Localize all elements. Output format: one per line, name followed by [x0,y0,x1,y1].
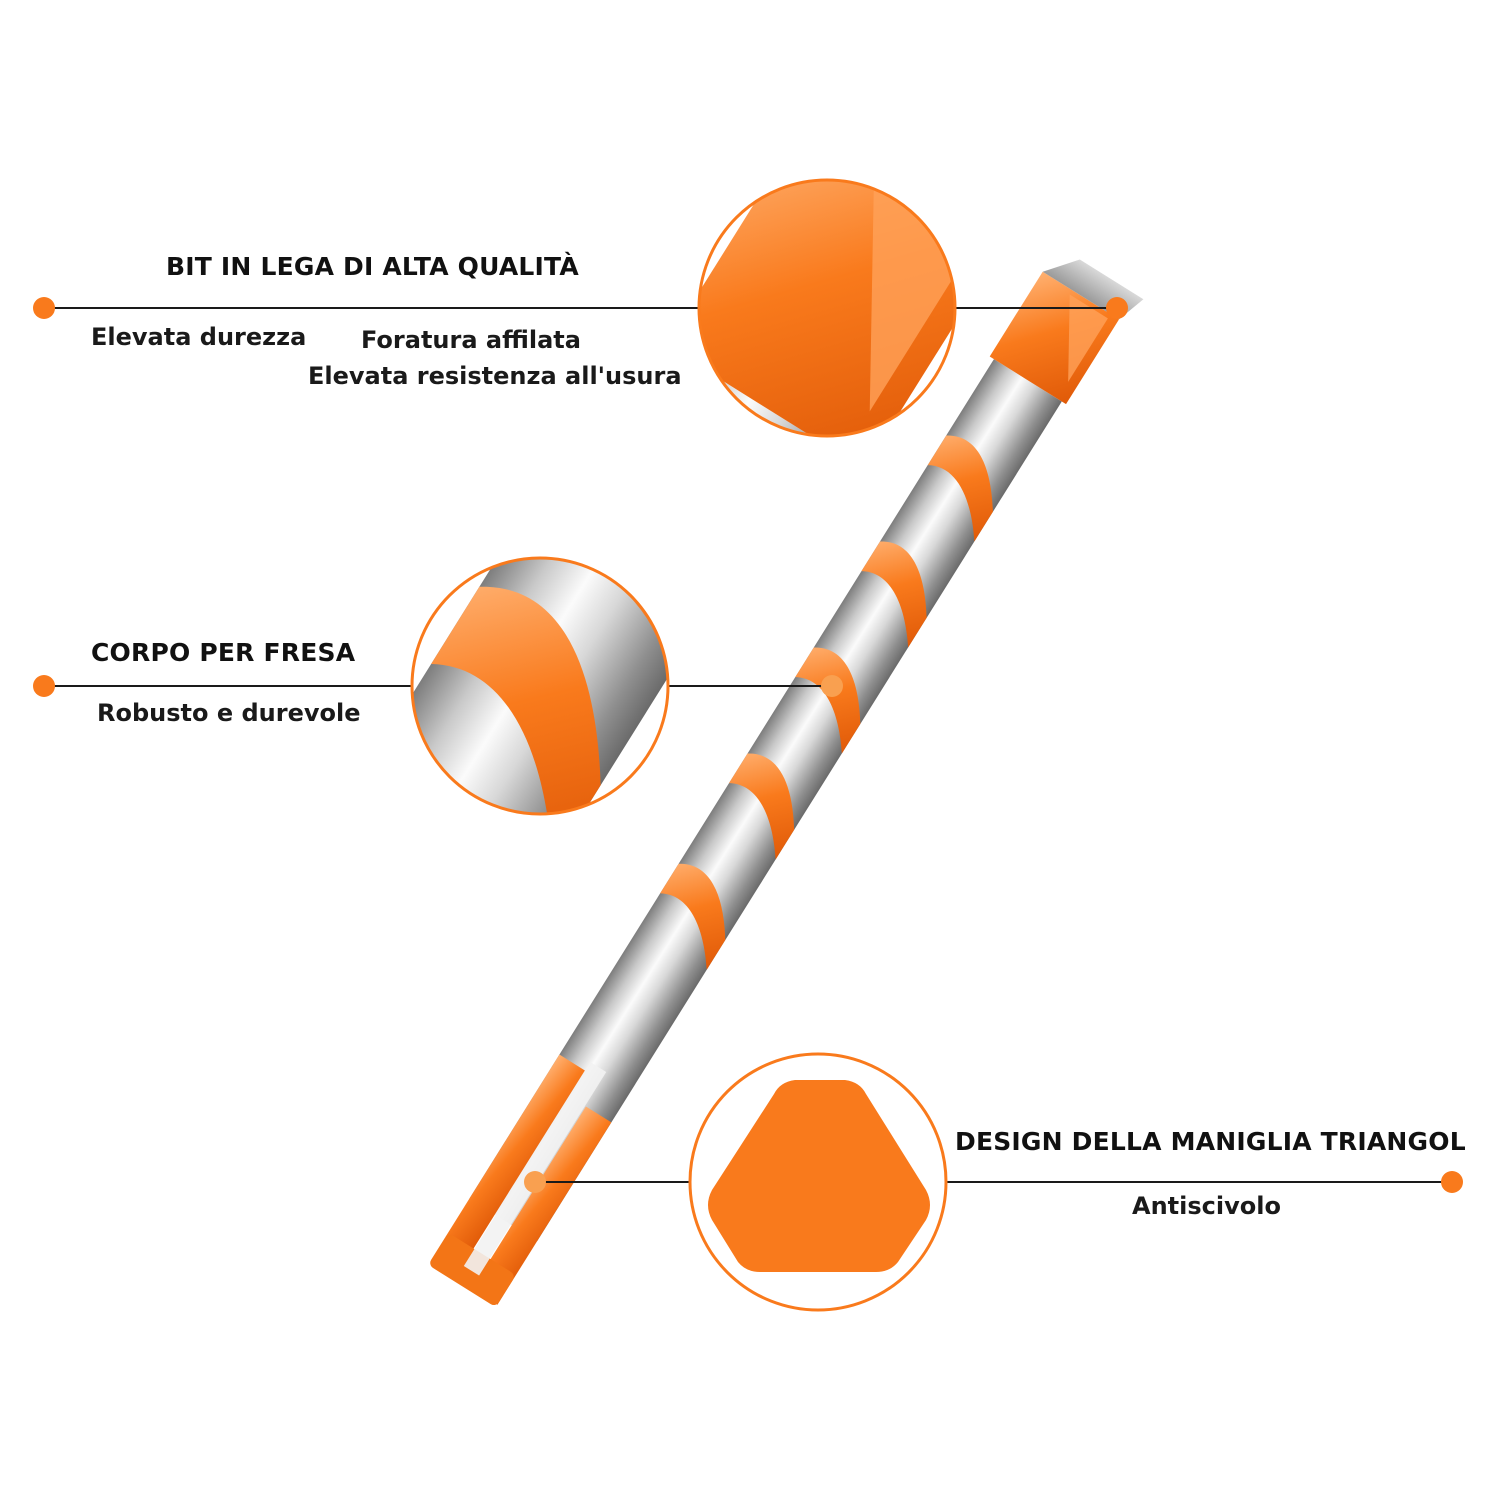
flute-5 [660,863,726,970]
flute-1 [927,435,993,542]
anchor-dot-body-right [821,675,843,697]
shank-flat-right [471,1106,612,1305]
bit-feature-wear-resistance: Elevata resistenza all'usura [308,362,682,390]
anchor-dot-body-left [33,675,55,697]
shank-flat-left [445,1054,585,1253]
tip-facet [1068,294,1108,382]
handle-title: DESIGN DELLA MANIGLIA TRIANGOL [955,1127,1466,1156]
body-feature-durable: Robusto e durevole [97,699,361,727]
shank-groove [463,1062,607,1276]
bit-feature-sharp-drilling: Foratura affilata [361,326,581,354]
zoom-circle-handle [688,1052,948,1312]
anchor-dot-handle-right [1441,1171,1463,1193]
flute-3 [795,647,861,754]
flute-4 [728,753,795,860]
handle-feature-antislip: Antiscivolo [1132,1192,1281,1220]
anchor-dot-bit-left [33,297,55,319]
bit-title: BIT IN LEGA DI ALTA QUALITÀ [166,252,579,281]
flute-2 [861,541,927,648]
body-title: CORPO PER FRESA [91,638,356,667]
anchor-dot-handle-left [524,1171,546,1193]
carbide-tip [989,271,1120,405]
triangular-shank-section [708,1080,930,1272]
bit-feature-hardness: Elevata durezza [91,323,307,351]
anchor-dot-bit-right [1106,297,1128,319]
